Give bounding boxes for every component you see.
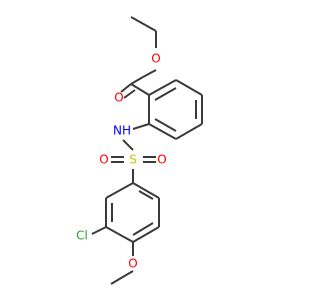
bond: [122, 139, 134, 151]
bond: [148, 79, 177, 96]
bond: [154, 118, 177, 132]
bond: [120, 83, 132, 93]
bond: [132, 226, 160, 243]
bond: [105, 226, 134, 243]
bond: [91, 226, 107, 235]
amine-label: NH: [113, 124, 131, 138]
bond: [123, 89, 136, 99]
bond: [148, 123, 177, 140]
bond: [110, 270, 134, 285]
ester-oxygen-label: O: [151, 52, 160, 66]
bond: [105, 182, 134, 199]
bond: [175, 123, 203, 140]
molecule-canvas: O O NH S O O Cl O: [76, 16, 203, 285]
carbonyl-oxygen-label: O: [114, 91, 123, 105]
chlorine-label: Cl: [76, 229, 88, 243]
bond: [154, 87, 177, 101]
structure-diagram: O O NH S O O Cl O: [76, 16, 203, 285]
bond: [132, 123, 150, 130]
bond: [142, 69, 157, 78]
bond: [130, 76, 144, 85]
methoxy-oxygen-label: O: [128, 257, 137, 271]
sulfonyl-oxygen-right-label: O: [157, 153, 166, 167]
sulfur-label: S: [129, 153, 137, 167]
bond: [132, 182, 160, 199]
sulfonyl-oxygen-left-label: O: [99, 153, 108, 167]
bond: [138, 190, 154, 200]
bond: [132, 222, 154, 236]
bond: [130, 16, 157, 32]
bond: [130, 83, 150, 96]
bond: [175, 79, 203, 96]
